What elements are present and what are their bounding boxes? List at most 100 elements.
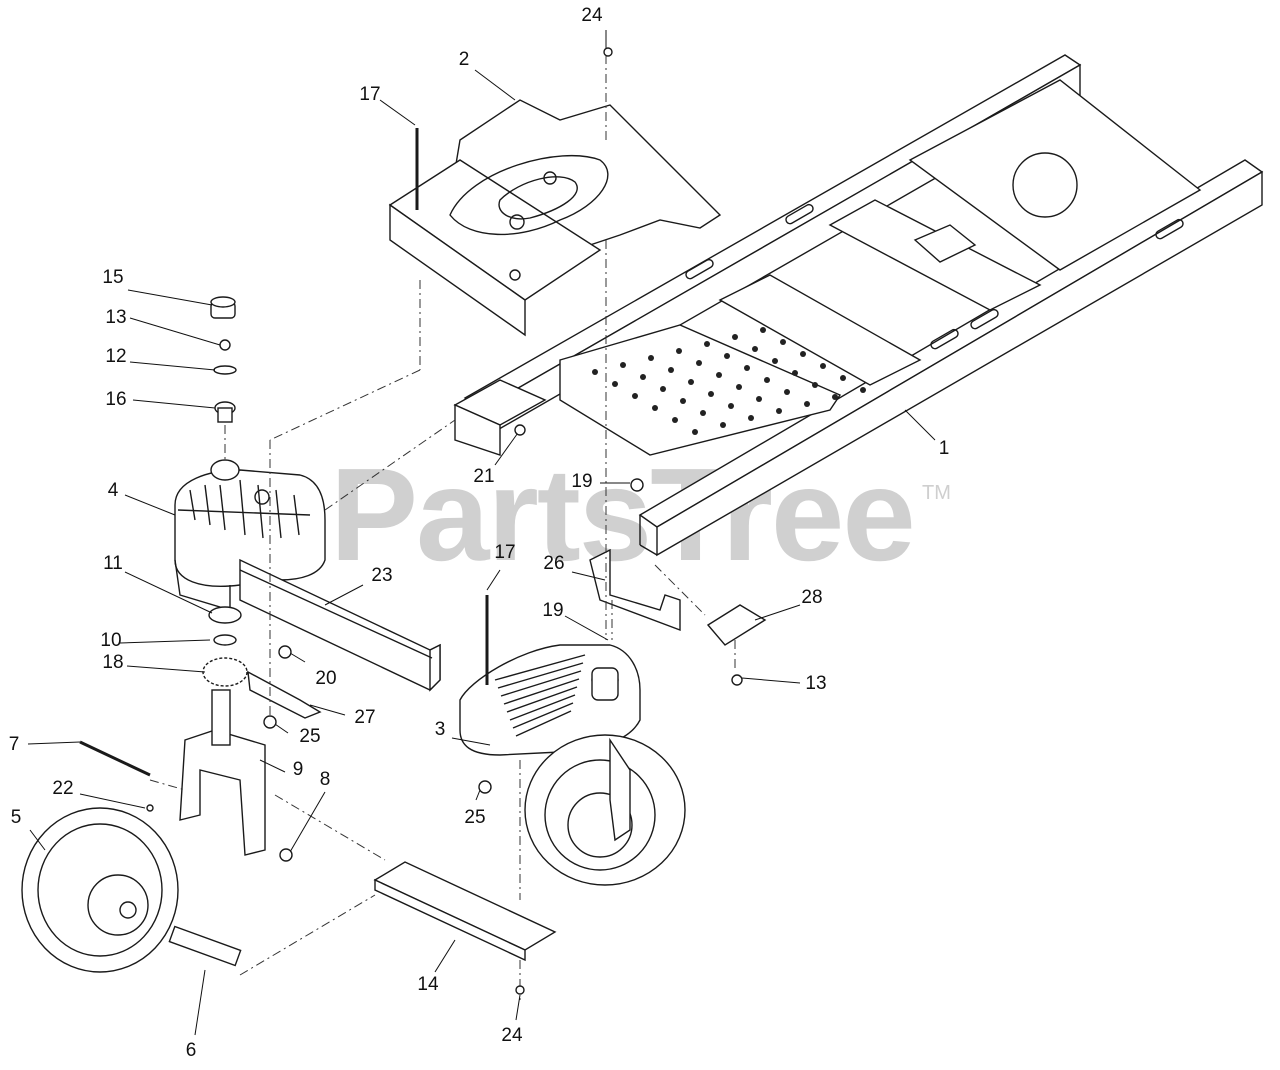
callout-21: 21 [473,466,495,487]
callout-16: 16 [105,389,127,410]
floor-hole [760,327,766,333]
floor-hole [772,358,778,364]
bushing-stack [210,296,237,423]
callout-12: 12 [105,346,127,367]
watermark-trademark: TM [922,482,951,504]
callout-23: 23 [371,565,393,586]
floor-hole [592,369,598,375]
floor-hole [792,370,798,376]
floor-pan-holes [592,327,866,435]
floor-hole [780,339,786,345]
grille-slot [509,694,576,721]
floor-hole [708,391,714,397]
floor-hole [716,372,722,378]
grille-slot [503,678,580,705]
floor-hole [840,375,846,381]
callout-17-top: 17 [359,84,381,105]
assembly-guide-lines [149,55,736,1000]
floor-hole [748,415,754,421]
callout-25-left: 25 [299,726,321,747]
floor-hole [720,422,726,428]
grille-slot [497,662,584,689]
floor-hole [672,417,678,423]
callout-25-right: 25 [464,807,486,828]
floor-hole [728,403,734,409]
callout-9: 9 [292,759,304,780]
floor-hole [632,393,638,399]
callout-20: 20 [315,668,337,689]
callout-28: 28 [801,587,823,608]
callout-10: 10 [100,630,122,651]
seat-plate [388,99,722,337]
cross-tube [239,558,441,692]
sprocket [202,657,248,687]
main-frame [453,54,1264,557]
right-wheel [524,734,686,886]
floor-hole [776,408,782,414]
floor-hole [700,410,706,416]
callout-19-top: 19 [571,471,593,492]
callout-13-bottom: 13 [805,673,827,694]
callout-15: 15 [102,267,124,288]
hardware-nuts [146,47,743,995]
callout-19-mid: 19 [542,600,564,621]
floor-hole [812,382,818,388]
floor-hole [736,384,742,390]
floor-hole [804,401,810,407]
grille-slot [494,654,586,681]
grille-slot [515,710,572,737]
floor-hole [648,355,654,361]
floor-hole [800,351,806,357]
callout-27: 27 [354,707,376,728]
bracket-28 [706,604,767,646]
mounting-plate [373,861,557,951]
callout-24-top: 24 [581,5,603,26]
callout-14: 14 [417,974,439,995]
floor-hole [732,334,738,340]
floor-hole [704,341,710,347]
callout-1: 1 [938,438,950,459]
floor-hole [752,346,758,352]
bracket-27 [247,670,322,719]
callout-11: 11 [103,553,123,574]
floor-hole [724,353,730,359]
callout-2: 2 [458,49,470,70]
floor-hole [832,394,838,400]
callout-5: 5 [10,807,22,828]
callout-6: 6 [185,1040,197,1061]
watermark-logo: PartsTree [330,441,916,588]
floor-hole [660,386,666,392]
bracket-26 [589,548,681,632]
floor-hole [652,405,658,411]
callout-22: 22 [52,778,74,799]
callout-8: 8 [319,769,331,790]
callout-18: 18 [102,652,124,673]
floor-hole [756,396,762,402]
grille-slot [500,670,582,697]
caster-fork [179,689,266,856]
floor-hole [688,379,694,385]
axle-spacer [168,925,242,967]
callout-26: 26 [543,553,565,574]
callout-13-top: 13 [105,307,127,328]
floor-hole [620,362,626,368]
axle-bolt [79,740,151,777]
callout-24-bottom: 24 [501,1025,523,1046]
floor-hole [860,387,866,393]
right-caster-mount [459,644,641,756]
left-caster-mount [174,459,326,611]
floor-hole [784,389,790,395]
floor-hole [676,348,682,354]
floor-hole [680,398,686,404]
floor-hole [640,374,646,380]
floor-hole [764,377,770,383]
callout-17-mid: 17 [494,542,516,563]
floor-hole [696,360,702,366]
grille-slot [512,702,574,729]
floor-hole [820,363,826,369]
floor-hole [692,429,698,435]
floor-hole [744,365,750,371]
grille-slot [506,686,578,713]
